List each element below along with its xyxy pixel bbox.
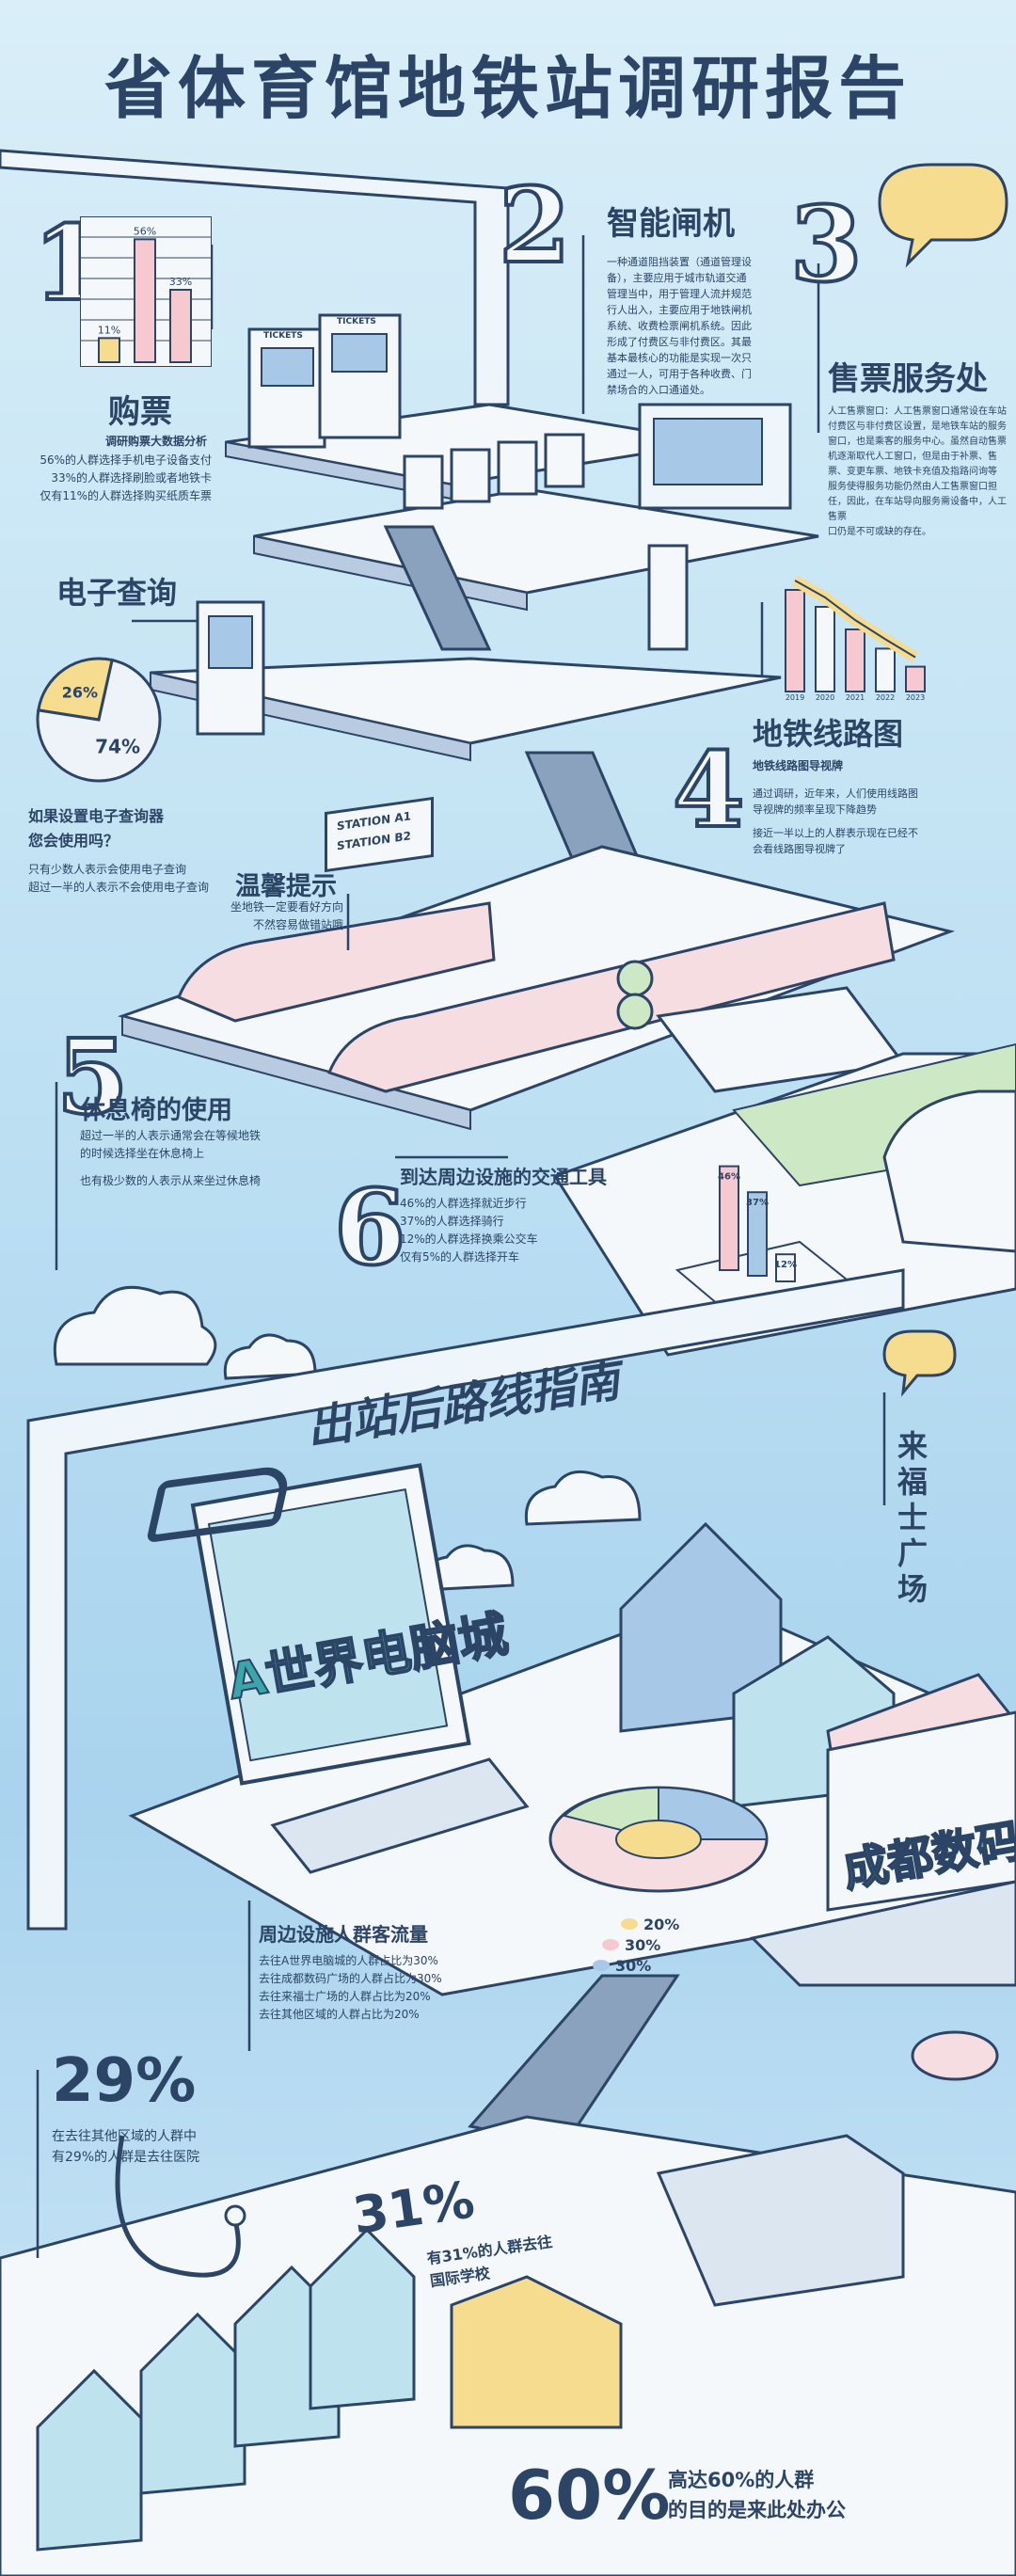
legend-swatch-pink xyxy=(602,1939,619,1950)
bar-2 xyxy=(169,289,192,363)
line-bar-1 xyxy=(815,606,835,692)
section-5-number: 5 xyxy=(55,1016,131,1137)
page-title: 省体育馆地铁站调研报告 xyxy=(103,49,912,128)
bar-1 xyxy=(134,238,156,364)
gates xyxy=(403,433,585,510)
pie-label-1: 74% xyxy=(95,736,140,758)
query-lines: 只有少数人表示会使用电子查询 超过一半的人表示不会使用电子查询 xyxy=(28,863,210,894)
transport-bar-0 xyxy=(719,1165,739,1272)
bar-0 xyxy=(98,337,120,363)
line-bar-year-0: 2019 xyxy=(786,693,804,701)
tickets-label-2: TICKETS xyxy=(337,317,376,326)
line-bar-0 xyxy=(785,589,805,692)
query-question: 如果设置电子查询器 您会使用吗？ xyxy=(28,807,165,850)
section-2-lines: 一种通道阻挡装置（通道管理设 备），主要应用于城市轨道交通 管理当中，用于管理人… xyxy=(607,256,752,396)
legend-swatch-yellow xyxy=(621,1918,638,1930)
section-1-subtitle: 调研购票大数据分析 xyxy=(104,435,207,448)
bar-label-2: 33% xyxy=(169,276,192,288)
transport-bar-label-2: 12% xyxy=(774,1260,797,1270)
section-3-title: 售票服务处 xyxy=(828,360,988,398)
transport-bar-2 xyxy=(775,1253,796,1282)
tickets-label-1: TICKETS xyxy=(263,331,303,341)
hospital-lines: 在去往其他区域的人群中 有29%的人群是去往医院 xyxy=(52,2129,200,2165)
section-5-lines: 超过一半的人表示通常会在等候地铁 的时候选择坐在休息椅上 也有极少数的人表示从来… xyxy=(80,1129,262,1187)
line-bar-year-3: 2022 xyxy=(876,693,895,701)
fukang-label: 来福士广场 xyxy=(893,1430,929,1609)
flow-lines: 去往A世界电脑城的人群占比为30% 去往成都数码广场的人群占比为30% 去往来福… xyxy=(259,1954,442,2021)
line-bar-3 xyxy=(875,647,896,692)
ticket-machines xyxy=(247,313,402,449)
section-4-number: 4 xyxy=(671,729,747,851)
flow-legend: 20% 30% 30% xyxy=(593,1915,679,1977)
query-title: 电子查询 xyxy=(56,575,178,611)
pie-label-0: 26% xyxy=(62,683,98,701)
hospital-value: 29% xyxy=(52,2046,197,2116)
transport-bar-label-0: 46% xyxy=(718,1172,740,1183)
section-6-lines: 46%的人群选择就近步行 37%的人群选择骑行 12%的人群选择换乘公交车 仅有… xyxy=(400,1197,538,1264)
bar-label-1: 56% xyxy=(134,225,156,237)
pie-slice-1 xyxy=(36,658,162,783)
pie-slice-0 xyxy=(37,657,114,722)
transport-bar-label-1: 37% xyxy=(746,1198,769,1208)
section-3-lines: 人工售票窗口：人工售票窗口通常设在车站 付费区与非付费区设置，是地铁车站的服务 … xyxy=(828,406,1007,537)
section-6-number: 6 xyxy=(332,1167,408,1288)
section-4-title: 地铁线路图 xyxy=(753,716,904,752)
transport-bar-chart: 46% 37% 12% xyxy=(718,1165,797,1282)
section-2-number: 2 xyxy=(497,165,573,286)
office-lines: 高达60%的人群 的目的是来此处办公 xyxy=(668,2469,846,2521)
line-bar-year-2: 2021 xyxy=(846,693,865,701)
line-bar-4 xyxy=(905,665,926,692)
section-6-title: 到达周边设施的交通工具 xyxy=(400,1166,607,1188)
notice-lines: 坐地铁一定要看好方向 不然容易做错站哦 xyxy=(230,900,343,931)
transport-bar-1 xyxy=(747,1191,768,1278)
query-pie-chart: 26% 74% xyxy=(36,657,162,783)
ticket-bar-chart: 11% 56% 33% xyxy=(80,216,212,367)
clouds xyxy=(53,1285,642,1592)
section-4-lines: 通过调研，近年来，人们使用线路图 导视牌的频率呈现下降趋势 接近一半以上的人群表… xyxy=(753,787,918,855)
notice-title: 温馨提示 xyxy=(235,872,337,901)
line-bar-year-4: 2023 xyxy=(906,693,925,701)
office-value: 60% xyxy=(508,2456,671,2535)
section-1-lines: 56%的人群选择手机电子设备支付 33%的人群选择刷脸或者地铁卡 仅有11%的人… xyxy=(40,453,212,502)
trend-line xyxy=(794,580,916,659)
section-4-subtitle: 地铁线路图导视牌 xyxy=(753,759,844,772)
section-2-title: 智能闸机 xyxy=(607,205,735,243)
legend-swatch-blue xyxy=(593,1960,610,1971)
bar-label-0: 11% xyxy=(98,324,120,336)
section-1-title: 购票 xyxy=(108,393,172,431)
line-bar-2 xyxy=(845,628,865,692)
section-5-title: 休息椅的使用 xyxy=(80,1096,232,1125)
line-bar-year-1: 2020 xyxy=(816,693,834,701)
flow-title: 周边设施人群客流量 xyxy=(259,1923,428,1946)
section-3-number: 3 xyxy=(788,183,865,305)
linemap-bar-chart: 2019 2020 2021 2022 2023 xyxy=(785,575,926,701)
